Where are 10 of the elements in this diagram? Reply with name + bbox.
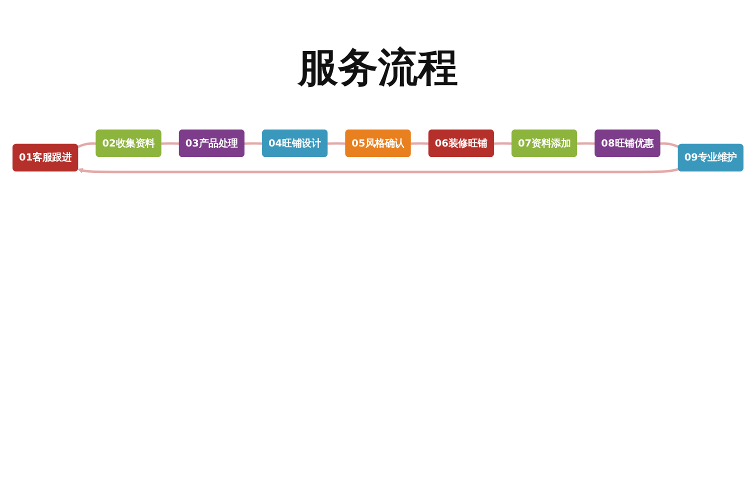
connector xyxy=(78,142,96,148)
connector xyxy=(577,142,596,145)
connector xyxy=(161,142,180,145)
connector xyxy=(328,142,346,145)
diagram-title: 服务流程 xyxy=(298,44,458,93)
connector xyxy=(244,142,263,145)
connector xyxy=(660,142,680,148)
connector xyxy=(410,142,430,145)
arrow xyxy=(78,168,679,174)
connector xyxy=(494,142,512,145)
